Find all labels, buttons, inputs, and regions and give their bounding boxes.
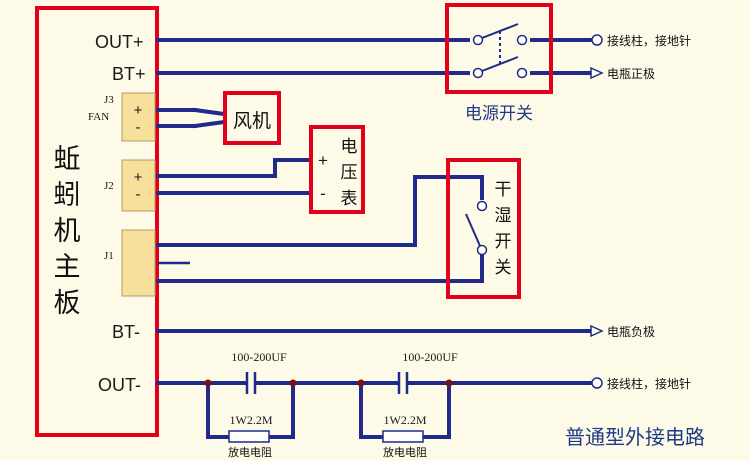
port-j2-label: J2 <box>104 180 114 192</box>
dry-wet-switch-symbol <box>465 200 488 256</box>
capacitor-1 <box>245 372 257 394</box>
port-bt-minus-label: BT- <box>112 322 140 342</box>
dry-wet-label-char: 关 <box>495 258 512 278</box>
resistor-2 <box>382 430 424 443</box>
junction-dot <box>357 379 365 387</box>
dry-wet-label-char: 湿 <box>495 206 512 226</box>
resistor-1-loop <box>206 381 295 439</box>
voltmeter-box <box>309 125 365 214</box>
dry-wet-label-char: 干 <box>495 180 512 200</box>
fan-label: 风机 <box>233 110 271 132</box>
connector-j3 <box>121 92 156 142</box>
port-out-minus-label: OUT- <box>98 375 141 395</box>
terminal-post-top <box>591 34 603 46</box>
j3-plus-sign: + <box>134 102 143 119</box>
mainboard-title-char: 板 <box>54 288 81 319</box>
terminal-battery-negative-arrow <box>590 324 604 338</box>
port-fan-label: FAN <box>88 111 109 123</box>
mainboard-title: 蚯 蚓 机 主 板 <box>54 144 81 319</box>
wire-voltmeter-plus <box>156 158 312 178</box>
connector-j1 <box>121 229 156 297</box>
terminal-battery-positive-label: 电瓶正极 <box>607 67 655 81</box>
voltmeter-minus-sign: - <box>320 184 326 203</box>
resistor-2-caption: 放电电阻 <box>383 445 427 459</box>
junction-dot <box>289 379 297 387</box>
port-out-plus-label: OUT+ <box>95 32 144 52</box>
j3-minus-sign: - <box>136 119 141 136</box>
resistor-1-caption: 放电电阻 <box>228 445 272 459</box>
port-j3-label: J3 <box>104 94 114 106</box>
voltmeter-label-char: 电 <box>341 137 358 157</box>
dry-wet-switch-box <box>446 158 521 299</box>
connector-j2 <box>121 159 156 212</box>
voltmeter-label-char: 压 <box>341 163 358 183</box>
wire-fan-minus-bend <box>192 119 227 129</box>
port-j1-label: J1 <box>104 250 114 262</box>
dry-wet-label-char: 开 <box>495 232 512 252</box>
power-switch-label: 电源开关 <box>465 104 533 124</box>
wire-j1-top <box>156 175 484 247</box>
j2-plus-sign: + <box>134 169 143 186</box>
mainboard-box <box>35 6 159 437</box>
diagram-caption: 普通型外接电路 <box>565 425 705 449</box>
terminal-post-bottom-label: 接线柱，接地针 <box>607 376 691 391</box>
resistor-1 <box>228 430 270 443</box>
fan-box <box>223 91 281 145</box>
resistor-2-loop <box>359 381 451 439</box>
mainboard-title-char: 蚓 <box>54 180 81 211</box>
port-bt-plus-label: BT+ <box>112 64 146 84</box>
terminal-post-bottom <box>591 377 603 389</box>
voltmeter-label-char: 表 <box>341 189 358 209</box>
terminal-battery-positive-arrow <box>590 66 604 80</box>
capacitor-2 <box>397 372 409 394</box>
power-switch-symbol <box>470 23 530 83</box>
mainboard-title-char: 主 <box>54 252 81 283</box>
power-switch-box <box>445 3 553 94</box>
junction-dot <box>204 379 212 387</box>
capacitor-2-label: 100-200UF <box>402 350 458 364</box>
resistor-1-label: 1W2.2M <box>230 413 273 427</box>
capacitor-1-label: 100-200UF <box>231 350 287 364</box>
junction-dot <box>445 379 453 387</box>
wire-fan-plus-bend <box>192 107 227 117</box>
wire-j1-bottom <box>156 255 484 283</box>
voltmeter-plus-sign: + <box>318 151 328 170</box>
mainboard-title-char: 蚯 <box>54 144 81 175</box>
mainboard-title-char: 机 <box>54 216 81 247</box>
terminal-battery-negative-label: 电瓶负极 <box>607 325 655 339</box>
terminal-post-top-label: 接线柱，接地针 <box>607 33 691 48</box>
j2-minus-sign: - <box>136 186 141 203</box>
resistor-2-label: 1W2.2M <box>384 413 427 427</box>
